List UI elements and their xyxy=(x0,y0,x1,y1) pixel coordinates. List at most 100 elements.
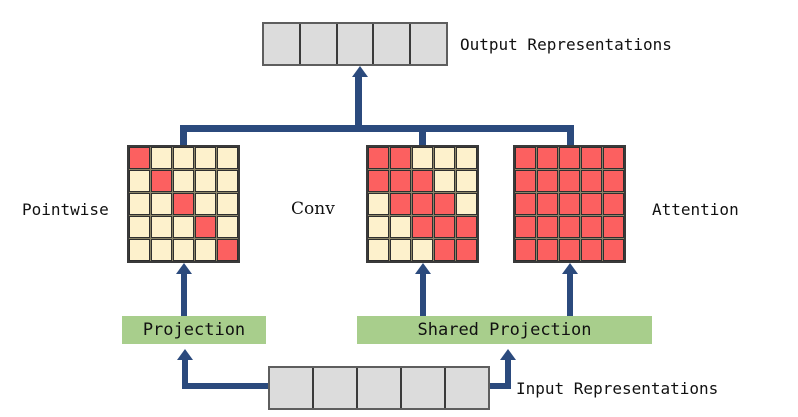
pointwise-matrix-cell xyxy=(151,147,172,169)
output-representation-cell xyxy=(264,24,301,64)
shared-projection-box[interactable]: Shared Projection xyxy=(357,316,652,344)
attention-matrix-cell xyxy=(559,193,580,215)
arrow-to-shared-projection xyxy=(500,349,516,360)
pointwise-matrix-cell xyxy=(129,147,150,169)
attention-matrix-cell xyxy=(515,193,536,215)
pointwise-matrix-cell xyxy=(173,147,194,169)
conv-matrix-cell xyxy=(456,239,477,261)
pointwise-matrix-cell xyxy=(217,170,238,192)
conv-matrix-cell xyxy=(368,216,389,238)
pointwise-matrix-cell xyxy=(173,193,194,215)
arrow-conv-in xyxy=(415,263,431,274)
pointwise-matrix-cell xyxy=(195,193,216,215)
label-attention: Attention xyxy=(652,200,739,219)
attention-matrix-cell xyxy=(581,216,602,238)
pointwise-matrix-cell xyxy=(151,193,172,215)
input-representation-cell xyxy=(270,368,314,408)
wire-shared-to-attention xyxy=(567,270,573,317)
input-representations-label: Input Representations xyxy=(516,379,719,398)
arrow-pointwise-in xyxy=(176,263,192,274)
wire-shared-projection-riser xyxy=(505,358,511,386)
wire-drop-conv xyxy=(419,125,426,147)
output-representations-label: Output Representations xyxy=(460,35,672,54)
output-representation-cell xyxy=(374,24,412,64)
output-representations-strip xyxy=(262,22,448,66)
attention-matrix-cell xyxy=(559,239,580,261)
pointwise-matrix-cell xyxy=(129,216,150,238)
conv-matrix-cell xyxy=(368,193,389,215)
pointwise-matrix-cell xyxy=(195,216,216,238)
attention-matrix-cell xyxy=(603,239,624,261)
pointwise-matrix-cell xyxy=(129,170,150,192)
pointwise-matrix-cell xyxy=(129,193,150,215)
attention-matrix-cell xyxy=(537,216,558,238)
attention-matrix-cell xyxy=(515,147,536,169)
pointwise-matrix-cell xyxy=(129,239,150,261)
wire-input-to-projection xyxy=(182,383,270,389)
conv-matrix-cell xyxy=(368,170,389,192)
pointwise-matrix-cell xyxy=(195,147,216,169)
wire-projection-riser xyxy=(182,358,188,386)
wire-drop-pointwise xyxy=(180,125,187,147)
conv-matrix-cell xyxy=(412,193,433,215)
input-representation-cell xyxy=(446,368,488,408)
conv-matrix-cell xyxy=(390,170,411,192)
attention-matrix-cell xyxy=(559,216,580,238)
conv-matrix-cell xyxy=(434,147,455,169)
pointwise-matrix-cell xyxy=(217,239,238,261)
pointwise-matrix-cell xyxy=(151,239,172,261)
attention-matrix-cell xyxy=(581,147,602,169)
conv-matrix-cell xyxy=(434,193,455,215)
attention-matrix-cell xyxy=(537,170,558,192)
arrow-to-output xyxy=(352,66,368,77)
output-representation-cell xyxy=(337,24,375,64)
input-representation-cell xyxy=(358,368,402,408)
conv-matrix-cell xyxy=(390,193,411,215)
pointwise-matrix-cell xyxy=(173,239,194,261)
attention-matrix-cell xyxy=(581,193,602,215)
arrow-attention-in xyxy=(562,263,578,274)
attention-matrix-cell xyxy=(559,147,580,169)
conv-matrix-cell xyxy=(390,216,411,238)
attention-matrix-cell xyxy=(603,170,624,192)
wire-merge-bar xyxy=(180,125,574,132)
pointwise-matrix-cell xyxy=(151,216,172,238)
attention-matrix-cell xyxy=(537,147,558,169)
pointwise-matrix-cell xyxy=(195,239,216,261)
conv-matrix-cell xyxy=(412,147,433,169)
pointwise-matrix-cell xyxy=(217,147,238,169)
input-representations-strip xyxy=(268,366,490,410)
arrow-to-projection xyxy=(177,349,193,360)
output-representation-cell xyxy=(300,24,338,64)
attention-matrix-cell xyxy=(537,193,558,215)
conv-matrix-cell xyxy=(390,239,411,261)
conv-matrix-cell xyxy=(456,147,477,169)
pointwise-matrix-cell xyxy=(173,170,194,192)
projection-box[interactable]: Projection xyxy=(122,316,266,344)
matrix-pointwise xyxy=(127,145,240,263)
attention-matrix-cell xyxy=(581,170,602,192)
conv-matrix-cell xyxy=(456,170,477,192)
conv-matrix-cell xyxy=(390,147,411,169)
attention-matrix-cell xyxy=(603,193,624,215)
matrix-conv xyxy=(366,145,479,263)
wire-projection-to-pointwise xyxy=(181,270,187,317)
attention-matrix-cell xyxy=(515,170,536,192)
attention-matrix-cell xyxy=(537,239,558,261)
attention-matrix-cell xyxy=(515,216,536,238)
pointwise-matrix-cell xyxy=(173,216,194,238)
conv-matrix-cell xyxy=(456,216,477,238)
conv-matrix-cell xyxy=(412,239,433,261)
conv-matrix-cell xyxy=(412,216,433,238)
conv-matrix-cell xyxy=(368,239,389,261)
attention-matrix-cell xyxy=(559,170,580,192)
attention-matrix-cell xyxy=(603,147,624,169)
conv-matrix-cell xyxy=(412,170,433,192)
conv-matrix-cell xyxy=(434,239,455,261)
wire-merge-stem xyxy=(355,77,362,126)
conv-matrix-cell xyxy=(434,170,455,192)
input-representation-cell xyxy=(402,368,446,408)
pointwise-matrix-cell xyxy=(195,170,216,192)
pointwise-matrix-cell xyxy=(217,216,238,238)
